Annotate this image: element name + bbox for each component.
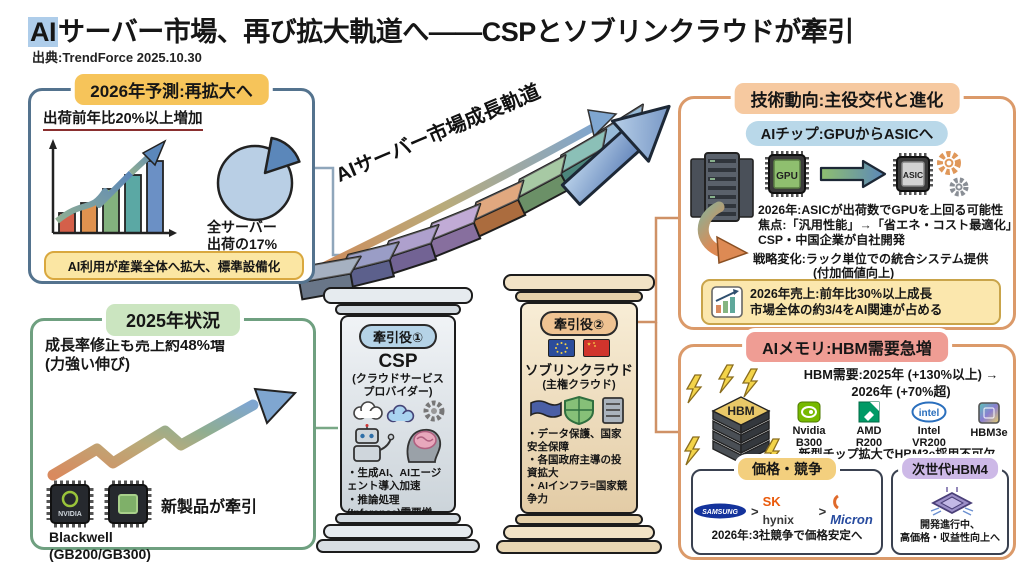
pillar-sovereign-name: ソブリンクラウド bbox=[525, 363, 633, 378]
eu-flag-icon bbox=[548, 339, 575, 357]
arc-ribbon-arrow bbox=[312, 124, 596, 274]
ai-memory-box: AIメモリ:HBM需要急増 HBM HBM需要:2025年 (+130%以上) … bbox=[678, 332, 1017, 560]
hbm4-note: 開発進行中、 高価格・収益性向上へ bbox=[900, 520, 1000, 544]
hbm-note: 新型チップ拡大でHBM3e採用不可欠 bbox=[798, 447, 996, 461]
pillar-csp-subtitle: (クラウドサービス プロバイダー) bbox=[352, 373, 444, 398]
tech-callout: 2026年売上:前年比30%以上成長 市場全体の約3/4をAI関連が占める bbox=[701, 279, 1001, 325]
big-growth-arrow bbox=[560, 104, 671, 206]
chip-shift-pill: AIチップ:GPUからASICへ bbox=[745, 121, 949, 146]
cloud-gear-icons bbox=[353, 400, 445, 423]
svg-text:intel: intel bbox=[919, 408, 940, 419]
pillar-sovereign-badge: 牽引役② bbox=[539, 311, 618, 336]
robot-brain-icons bbox=[353, 424, 442, 464]
arc-ribbon-arrowhead bbox=[587, 109, 618, 138]
status-2025-text: 成長率修正も売上約48%増 (力強い伸び) bbox=[45, 337, 226, 373]
vendor-hbm3e: HBM3e bbox=[961, 401, 1017, 449]
gt-separator: > bbox=[751, 503, 759, 519]
hbm4-chip-icon bbox=[930, 487, 974, 516]
samsung-logo-icon: SAMSUNG bbox=[694, 503, 746, 519]
gt-separator: > bbox=[818, 503, 827, 519]
nvidia-blackwell-chip-icon: NVIDIA bbox=[46, 480, 152, 528]
status-2025-driver: 新製品が牽引 bbox=[161, 499, 258, 516]
forecast-2026-box: 2026年予測:再拡大へ 出荷前年比20%以上増加 全サーバー 出荷の17% A… bbox=[28, 74, 315, 284]
micron-logo: Micron bbox=[830, 493, 881, 529]
status-2025-box: 2025年状況 成長率修正も売上約48%増 (力強い伸び) NVIDIA bbox=[30, 304, 316, 562]
mini-bar-chart-icon bbox=[711, 286, 743, 318]
next-hbm4-box: 次世代HBM4 開発進行中、 高価格・収益性向上へ bbox=[891, 458, 1009, 555]
svg-text:HBM: HBM bbox=[727, 404, 754, 418]
pie-chart-label: 全サーバー 出荷の17% bbox=[207, 219, 278, 252]
zigzag-growth-arrow bbox=[47, 387, 298, 481]
memory-vendor-logos: SAMSUNG > SK hynix > Micron bbox=[693, 493, 881, 529]
price-competition-box: 価格・競争 SAMSUNG > SK hynix > Micron 2026年:… bbox=[691, 458, 883, 555]
status-2025-title: 2025年状況 bbox=[105, 304, 241, 336]
price-note: 2026年:3社競争で価格安定へ bbox=[711, 530, 863, 542]
pillar-csp-bullets: ・生成AI、AIエージェント導入加速 ・推論処理(Inference)需要増 bbox=[347, 467, 442, 518]
svg-text:GPU: GPU bbox=[776, 171, 798, 182]
source-citation: 出典:TrendForce 2025.10.30 bbox=[32, 50, 202, 65]
next-hbm4-title: 次世代HBM4 bbox=[902, 458, 998, 479]
strategy-curve-arrow bbox=[697, 201, 749, 265]
hbm-demand-text: HBM需要:2025年 (+130%以上) → 2026年 (+70%超) bbox=[803, 367, 999, 399]
pillar-csp-name: CSP bbox=[378, 351, 418, 372]
svg-text:SAMSUNG: SAMSUNG bbox=[702, 509, 738, 516]
ai-memory-title: AIメモリ:HBM需要急増 bbox=[746, 332, 948, 362]
tech-strategy-1: 戦略変化:ラック単位での統合システム提供 bbox=[753, 252, 989, 266]
forecast-2026-callout: AI利用が産業全体へ拡大、標準設備化 bbox=[44, 251, 304, 280]
tech-line-1: 2026年:ASICが出荷数でGPUを上回る可能性 bbox=[758, 203, 1004, 217]
svg-text:NVIDIA: NVIDIA bbox=[58, 511, 82, 518]
hbm3e-chip-icon bbox=[978, 402, 1000, 424]
chip-caption: Blackwell (GB200/GB300) bbox=[49, 529, 151, 562]
china-flag-icon bbox=[583, 339, 610, 357]
intel-logo-icon: intel bbox=[911, 401, 947, 423]
server-rack-icon bbox=[690, 152, 754, 222]
forecast-2026-stat: 出荷前年比20%以上増加 bbox=[43, 107, 203, 131]
tech-trend-box: 技術動向:主役交代と進化 AIチップ:GPUからASICへ GPU bbox=[678, 83, 1018, 330]
pillar-sovereign: 牽引役② ソブリンクラウド (主権クラウド) bbox=[496, 270, 662, 568]
tech-line-2: 焦点:「汎用性能」→「省エネ・コスト最適化」 bbox=[758, 218, 1018, 232]
pie-chart-icon bbox=[216, 136, 301, 222]
forecast-2026-title: 2026年予測:再拡大へ bbox=[74, 74, 269, 105]
svg-text:ASIC: ASIC bbox=[903, 170, 923, 180]
tech-line-3: CSP・中国企業が自社開発 bbox=[758, 233, 905, 247]
nvidia-logo-icon bbox=[797, 401, 821, 423]
pillar-sovereign-subtitle: (主権クラウド) bbox=[542, 379, 616, 391]
bar-chart-icon bbox=[49, 139, 177, 237]
pillar-csp-badge: 牽引役① bbox=[358, 324, 437, 349]
title-highlight: AI bbox=[28, 17, 58, 47]
gpu-to-asic-icons: GPU ASIC bbox=[765, 151, 969, 197]
tech-trend-title: 技術動向:主役交代と進化 bbox=[734, 83, 960, 114]
tech-callout-text: 2026年売上:前年比30%以上成長 市場全体の約3/4をAI関連が占める bbox=[750, 286, 943, 317]
amd-logo-icon bbox=[858, 401, 880, 423]
tech-strategy-2: (付加価値向上) bbox=[813, 266, 895, 280]
price-competition-title: 価格・競争 bbox=[738, 458, 836, 480]
pillar-sovereign-bullets: ・データ保護、国家安全保障 ・各国政府主導の投資拡大 ・AIインフラ=国家競争力 bbox=[527, 427, 628, 506]
page-title: AIサーバー市場、再び拡大軌道へ――CSPとソブリンクラウドが牽引 bbox=[28, 10, 854, 49]
pillar-csp: 牽引役① CSP (クラウドサービス プロバイダー) bbox=[316, 283, 480, 568]
sk-hynix-logo: SK hynix bbox=[762, 494, 794, 527]
flag-shield-server-icons bbox=[530, 395, 624, 425]
title-text: サーバー市場、再び拡大軌道へ――CSPとソブリンクラウドが牽引 bbox=[58, 17, 854, 47]
hbm-stack-icon: HBM bbox=[683, 364, 781, 468]
